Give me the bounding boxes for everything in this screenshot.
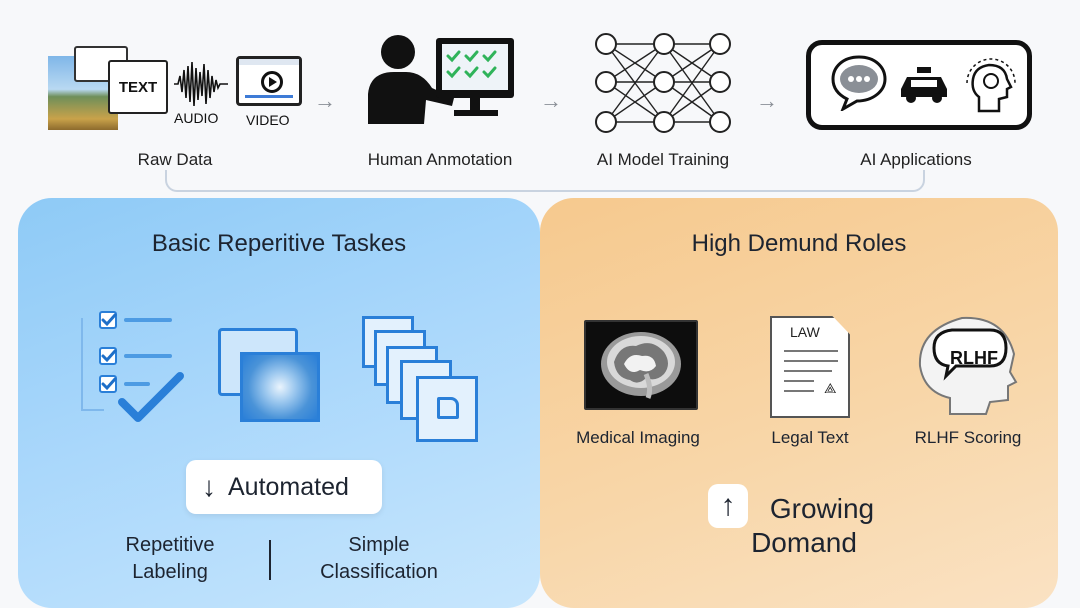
rlhf-scoring-label: RLHF Scoring <box>914 428 1022 447</box>
stage-label-human-annotation: Human Anmotation <box>367 150 513 169</box>
high-demand-panel: High Demund Roles Medical Imaging LAW ⟁ … <box>540 198 1058 608</box>
stage-label-raw-data: Raw Data <box>137 150 213 169</box>
basic-tasks-title: Basic Reperitive Taskes <box>151 230 407 257</box>
high-demand-title: High Demund Roles <box>691 230 907 257</box>
image-classification-icon <box>218 328 320 422</box>
law-document-icon: LAW ⟁ <box>770 316 850 418</box>
medical-imaging-label: Medical Imaging <box>576 428 700 447</box>
stacked-documents-icon <box>358 312 484 444</box>
ai-applications-device <box>806 40 1032 130</box>
growing-demand-label-line2: Domand <box>751 527 857 558</box>
neural-network-icon <box>595 33 731 133</box>
simple-classification-label: Simple Classification <box>320 534 438 583</box>
repetitive-labeling-label: Repetitive Labeling <box>125 534 215 583</box>
ai-head-icon <box>966 58 1016 113</box>
rlhf-head-icon <box>918 316 1018 415</box>
pipeline-arrow-2: → <box>540 88 562 113</box>
pipeline-bracket <box>165 170 925 192</box>
raw-data-illustration: TEXT AUDIO VIDEO <box>48 44 308 134</box>
pipeline-arrow-1: → <box>314 88 336 113</box>
basic-tasks-panel: Basic Reperitive Taskes ↓ Automated Repe… <box>18 198 540 608</box>
pipeline: TEXT AUDIO VIDEO → → <box>0 0 1080 200</box>
person-at-computer-icon <box>368 35 514 124</box>
audio-waveform-icon <box>174 61 228 107</box>
brain-mri-icon <box>584 320 698 410</box>
checklist-icon <box>81 311 184 422</box>
car-icon <box>901 67 947 103</box>
growing-demand-callout: ↑ Growing Domand <box>706 484 916 564</box>
human-annotator-illustration <box>362 32 522 130</box>
stage-label-ai-applications: AI Applications <box>860 150 972 169</box>
pipeline-arrow-3: → <box>756 88 778 113</box>
label-divider <box>269 540 271 580</box>
legal-text-label: Legal Text <box>771 428 849 447</box>
stage-label-ai-model-training: AI Model Training <box>596 150 730 169</box>
growing-demand-label: Growing <box>769 493 875 524</box>
down-arrow-icon: ↓ <box>202 471 216 502</box>
up-arrow-icon: ↑ <box>708 484 748 528</box>
text-card-icon: TEXT <box>108 60 168 114</box>
automated-label: Automated <box>228 472 349 501</box>
automated-badge: ↓ Automated <box>186 460 382 514</box>
rlhf-badge-text: RLHF <box>950 348 998 368</box>
audio-label: AUDIO <box>174 110 219 126</box>
video-player-icon <box>236 56 302 106</box>
chat-bubble-icon <box>831 55 887 111</box>
video-label: VIDEO <box>246 112 290 128</box>
